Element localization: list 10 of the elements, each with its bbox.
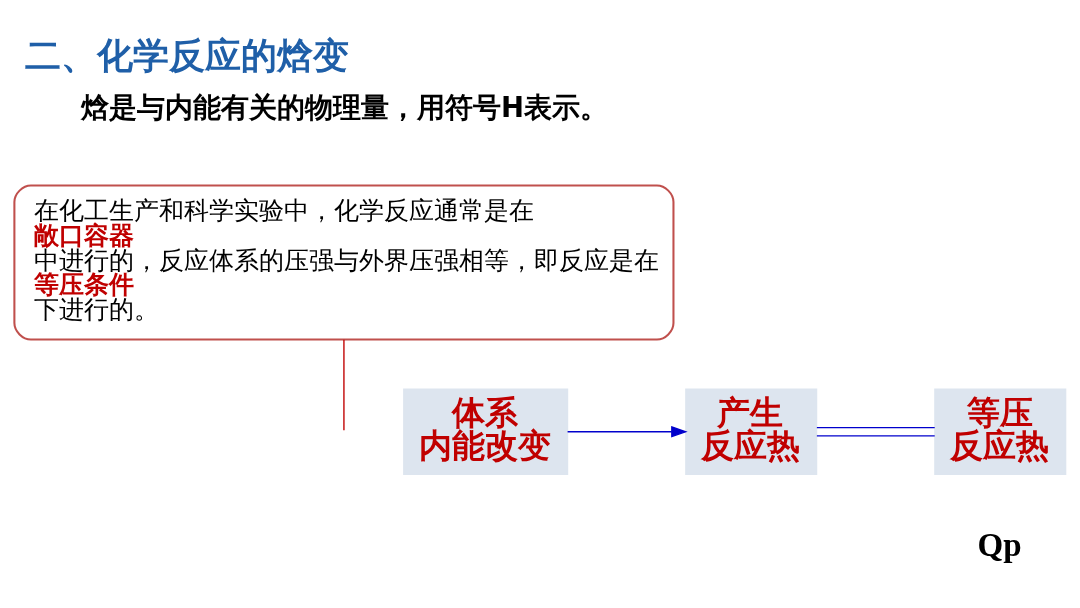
- node-box: 在化工生产和科学实验中，化学反应通常是在敞口容器中进行的，反应体系的压强与外界压强相等，即反应是在等压条件下进行的。: [13, 183, 675, 341]
- arrow: [566, 425, 688, 438]
- diagram-title: 二、化学反应的焓变: [25, 34, 350, 76]
- connector: [816, 426, 936, 437]
- node-box: 体系内能改变: [403, 387, 569, 475]
- label: 焓是与内能有关的物理量，用符号H表示。: [81, 90, 609, 123]
- node-box: 产生反应热: [685, 387, 818, 475]
- node-label: Qp: [977, 526, 1022, 563]
- connector: [343, 338, 345, 431]
- node-box: 等压反应热: [934, 387, 1067, 475]
